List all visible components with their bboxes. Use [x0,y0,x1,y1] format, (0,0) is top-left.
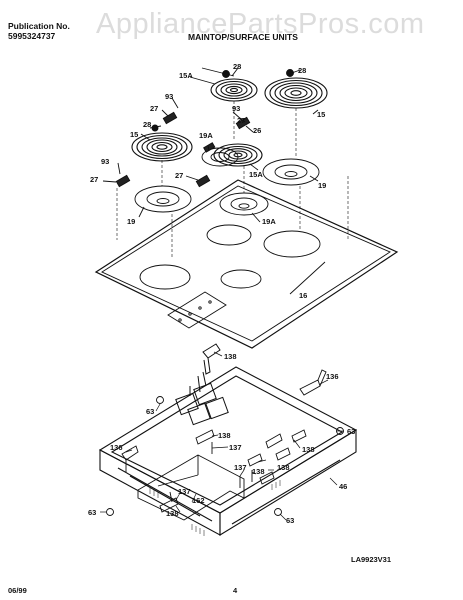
section-title: MAINTOP/SURFACE UNITS [188,32,298,42]
callout-137: 137 [178,487,191,496]
callout-137: 137 [234,463,247,472]
callout-138: 138 [302,445,315,454]
retainer-28a [222,70,230,78]
publication-label: Publication No. [8,21,70,31]
callout-162: 162 [192,496,205,505]
callout-63: 63 [286,516,294,525]
callout-93: 93 [101,157,109,166]
page-number: 4 [233,586,238,595]
receptacle-blocks [115,111,251,188]
drip-bowl-small-top [201,147,239,167]
callout-19: 19 [318,181,326,190]
base-leaders [100,351,344,521]
maintop-panel [94,179,399,349]
coil-element-front-left [131,132,193,162]
footer-date: 06/99 [8,586,27,595]
base-pan [98,366,358,536]
heat-shield-162 [137,454,245,521]
bracket-138-low [159,453,275,513]
callout-63: 63 [146,407,154,416]
publication-number: 5995324737 [8,31,56,41]
callout-15: 15 [130,130,138,139]
drip-bowl-center [219,192,269,216]
callout-138: 138 [277,463,290,472]
callout-15: 15 [317,110,325,119]
callout-19a: 19A [262,217,276,226]
callout-138: 138 [252,467,265,476]
drawing-id: LA9923V31 [351,555,392,564]
callout-93: 93 [165,92,173,101]
callout-27: 27 [175,171,183,180]
callout-27: 27 [90,175,98,184]
callout-63: 63 [347,427,355,436]
callout-137: 137 [229,443,242,452]
coil-element-back-right [264,77,328,109]
callout-136: 136 [110,443,123,452]
bracket-136-right [299,369,327,396]
coil-element-back-left [210,78,258,102]
bracket-136-left [121,445,139,472]
alignment-dashes [116,101,349,258]
callout-labels: 28 28 15A 93 27 28 93 27 26 15 15 19A 93… [88,62,355,525]
callout-28: 28 [143,120,151,129]
callout-19: 19 [127,217,135,226]
watermark: AppliancePartsPros.com [96,8,425,40]
callout-93: 93 [232,104,240,113]
callout-138: 138 [218,431,231,440]
callout-136: 136 [326,372,339,381]
retainer-28c [151,124,159,132]
callout-46: 46 [339,482,347,491]
callout-15a: 15A [179,71,193,80]
leader-lines [102,67,326,295]
drip-bowl-right [262,158,320,186]
callout-26: 26 [253,126,261,135]
callout-27: 27 [237,116,245,125]
callout-19a: 19A [199,131,213,140]
bracket-138-top [202,343,221,375]
switch-block [175,371,229,426]
coil-element-front-right [213,143,263,167]
callout-28: 28 [298,66,306,75]
front-vents [149,480,281,536]
callout-28: 28 [233,62,241,71]
drip-bowl-left [134,185,192,213]
callout-138: 138 [166,509,179,518]
callout-138: 138 [224,352,237,361]
bracket-138-mid [195,429,307,461]
callout-15a: 15A [249,170,263,179]
callout-63: 63 [88,508,96,517]
callout-27: 27 [150,104,158,113]
retainer-28b [286,69,294,77]
callout-16: 16 [299,291,307,300]
